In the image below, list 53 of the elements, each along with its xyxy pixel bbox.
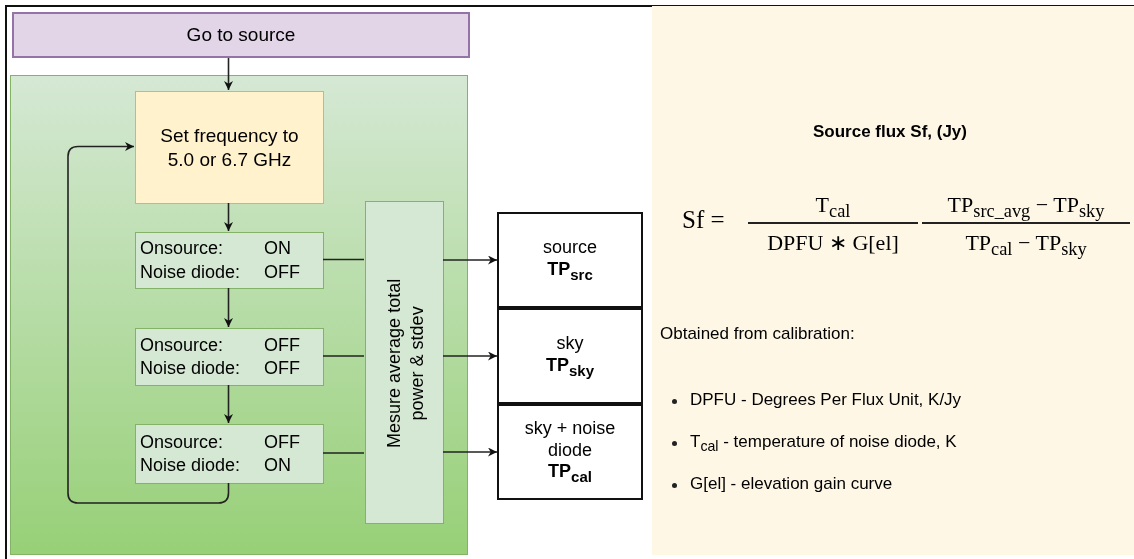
box-label: sky + noise diode bbox=[523, 418, 617, 462]
box-label: Set frequency to 5.0 or 6.7 GHz bbox=[159, 123, 300, 172]
variable-label: TP$_{sky}$ bbox=[544, 354, 595, 380]
list-item: DPFU - Degrees Per Flux Unit, K/Jy bbox=[690, 390, 962, 410]
result-box bbox=[497, 404, 643, 500]
process-box bbox=[12, 12, 470, 58]
arrow bbox=[442, 255, 498, 265]
state-label: Onsource: bbox=[140, 333, 225, 357]
arrow bbox=[224, 202, 233, 232]
arrow bbox=[224, 384, 233, 424]
box-label: Go to source bbox=[185, 23, 297, 47]
connector-line bbox=[322, 355, 365, 357]
arrow bbox=[442, 351, 498, 361]
variable-label: TP$_{cal}$ bbox=[547, 461, 593, 486]
state-label: Onsource: bbox=[140, 237, 225, 261]
formula-denominator: DPFU ∗ G[el] bbox=[766, 230, 900, 256]
state-value: ON bbox=[264, 237, 292, 261]
box-label: Mesure average total power & stdev bbox=[382, 277, 428, 450]
state-value: OFF bbox=[264, 357, 301, 380]
box-label: sky bbox=[555, 332, 585, 355]
list-item: G[el] - elevation gain curve bbox=[690, 474, 893, 494]
note-heading: Obtained from calibration: bbox=[660, 324, 855, 344]
formula-panel bbox=[652, 6, 1134, 555]
arrow bbox=[224, 287, 233, 328]
arrow bbox=[224, 57, 233, 91]
list-item: T$_{cal}$ - temperature of noise diode, K bbox=[690, 432, 957, 455]
formula-term: Sf = bbox=[682, 206, 725, 234]
state-box bbox=[135, 424, 324, 484]
process-box bbox=[135, 91, 324, 204]
formula-title: Source flux Sf, (Jy) bbox=[812, 122, 968, 142]
box-label: source bbox=[542, 236, 598, 259]
state-box bbox=[135, 328, 324, 386]
state-value: OFF bbox=[264, 333, 301, 357]
state-label: Noise diode: bbox=[140, 357, 242, 380]
formula-numerator: T$_{cal}$ bbox=[748, 192, 918, 225]
state-value: OFF bbox=[264, 430, 301, 454]
arrow bbox=[67, 142, 230, 504]
connector-line bbox=[322, 452, 365, 454]
result-box bbox=[497, 212, 643, 308]
result-box bbox=[497, 308, 643, 404]
state-label: Onsource: bbox=[140, 430, 225, 454]
loop-panel bbox=[10, 75, 468, 555]
formula-denominator: TP$_{cal}$ − TP$_{sky}$ bbox=[964, 230, 1088, 261]
state-box bbox=[135, 232, 324, 289]
arrow bbox=[442, 447, 498, 457]
formula-numerator: TP$_{src_avg}$ − TP$_{sky}$ bbox=[922, 192, 1130, 225]
state-label: Noise diode: bbox=[140, 454, 242, 477]
connector-line bbox=[322, 258, 365, 261]
variable-label: TP$_{src}$ bbox=[546, 258, 594, 284]
state-value: OFF bbox=[264, 260, 301, 284]
measure-box bbox=[365, 201, 444, 524]
state-value: ON bbox=[264, 454, 292, 477]
state-label: Noise diode: bbox=[140, 260, 242, 284]
